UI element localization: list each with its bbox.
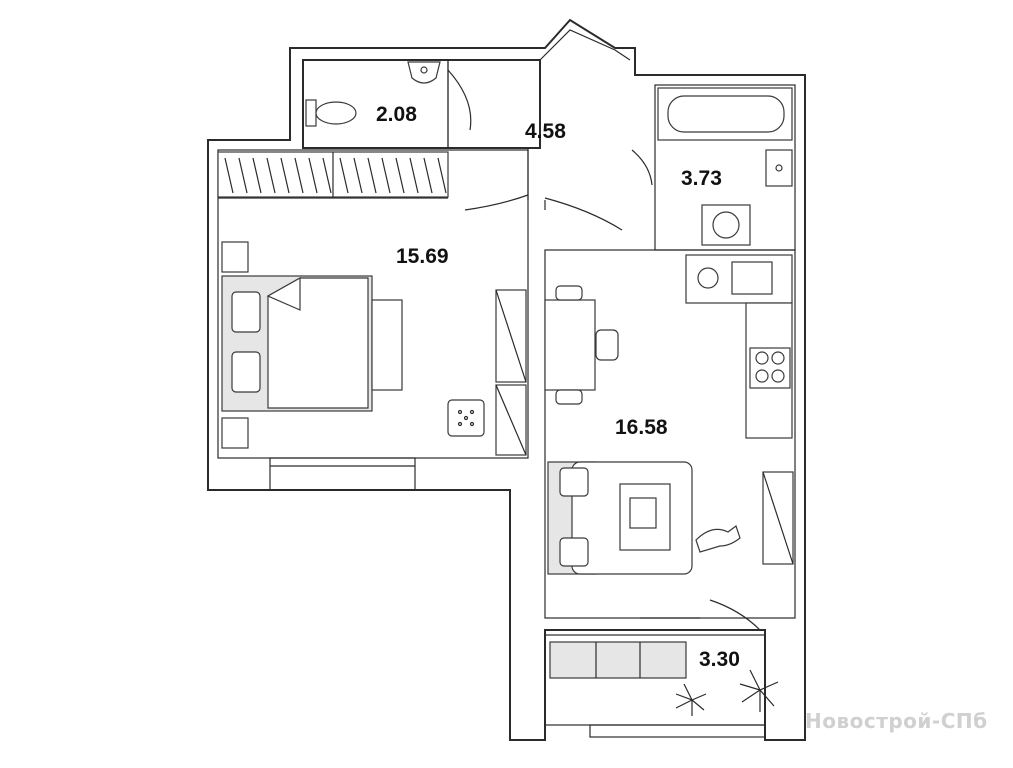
kitchen-living-room: [544, 249, 796, 631]
washing-machine-icon: [701, 204, 751, 246]
bed-icon: [221, 275, 373, 412]
kitchen-counter-icon: [685, 254, 793, 439]
sink-icon: [407, 61, 441, 84]
dog-icon: [695, 525, 741, 553]
watermark: Новострой-СПб: [805, 709, 988, 733]
hallway-area-label: 4.58: [525, 120, 566, 143]
bedroom-area-label: 15.69: [396, 245, 449, 268]
coffee-table-laptop-icon: [619, 483, 671, 551]
plant-icon: [675, 669, 779, 716]
wardrobe-icon: [217, 151, 449, 198]
bathroom-room: [631, 84, 796, 251]
wc-area-label: 2.08: [376, 103, 417, 126]
bedroom-shelves-icon: [495, 289, 527, 456]
bedroom-room: [217, 149, 529, 491]
bathroom-area-label: 3.73: [681, 167, 722, 190]
balcony-bench-icon: [549, 641, 687, 679]
tv-stand-icon: [762, 471, 794, 565]
bathtub-icon: [657, 87, 793, 141]
ottoman-icon: [447, 399, 485, 437]
living-area-label: 16.58: [615, 416, 668, 439]
balcony-area-label: 3.30: [699, 648, 740, 671]
balcony-room: [544, 634, 779, 738]
dining-table-icon: [544, 285, 619, 405]
toilet-icon: [305, 99, 357, 127]
washbasin-icon: [765, 149, 793, 187]
wc-room: [302, 59, 472, 149]
